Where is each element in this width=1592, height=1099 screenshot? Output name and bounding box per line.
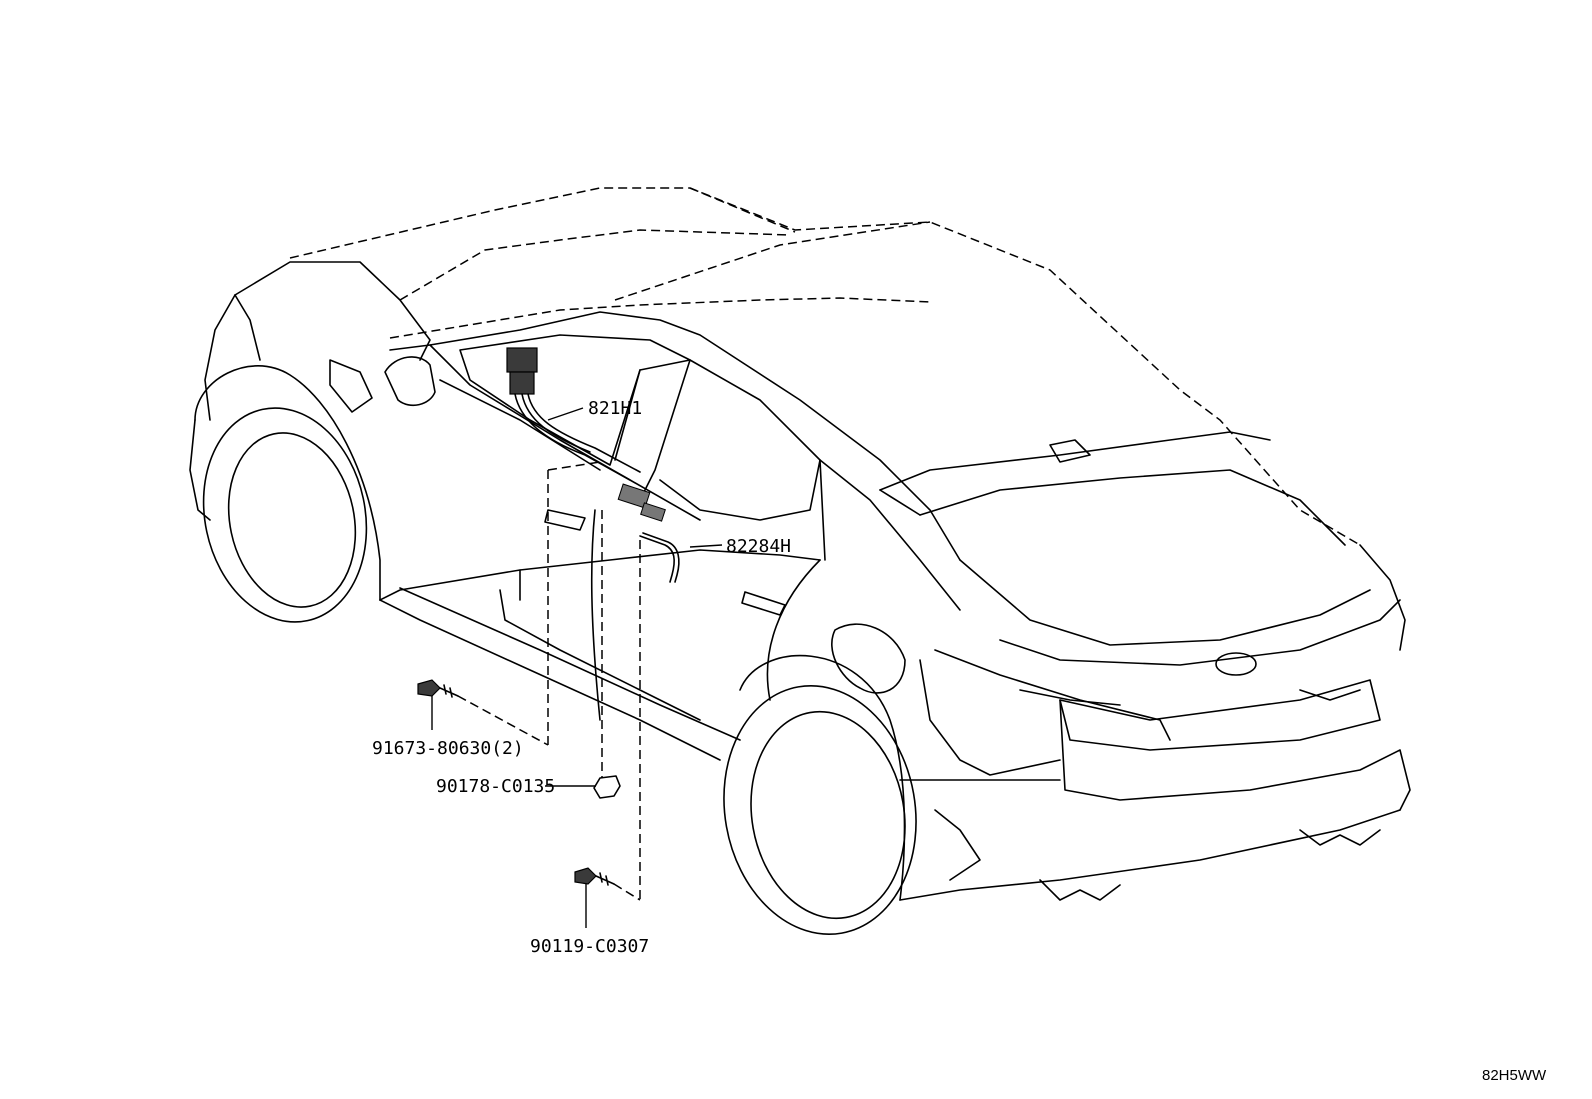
leader-lines	[431, 407, 723, 928]
harness-821h1	[506, 347, 641, 481]
nut-90178-c0135	[593, 775, 621, 799]
figure-reference: 82H5WW	[1482, 1067, 1547, 1084]
callout-90119-c0307: 90119-C0307	[530, 936, 649, 957]
harness-82284h	[617, 483, 680, 583]
bolt-91673-80630	[417, 679, 459, 698]
callout-821h1: 821H1	[588, 398, 642, 419]
callout-91673-80630: 91673-80630(2)	[372, 738, 524, 759]
installation-dash-lines	[457, 461, 641, 902]
callout-90178-c0135: 90178-C0135	[436, 776, 555, 797]
vehicle-outline	[189, 187, 1411, 936]
bolt-90119-c0307	[574, 867, 615, 886]
callout-82284h: 82284H	[726, 536, 791, 557]
